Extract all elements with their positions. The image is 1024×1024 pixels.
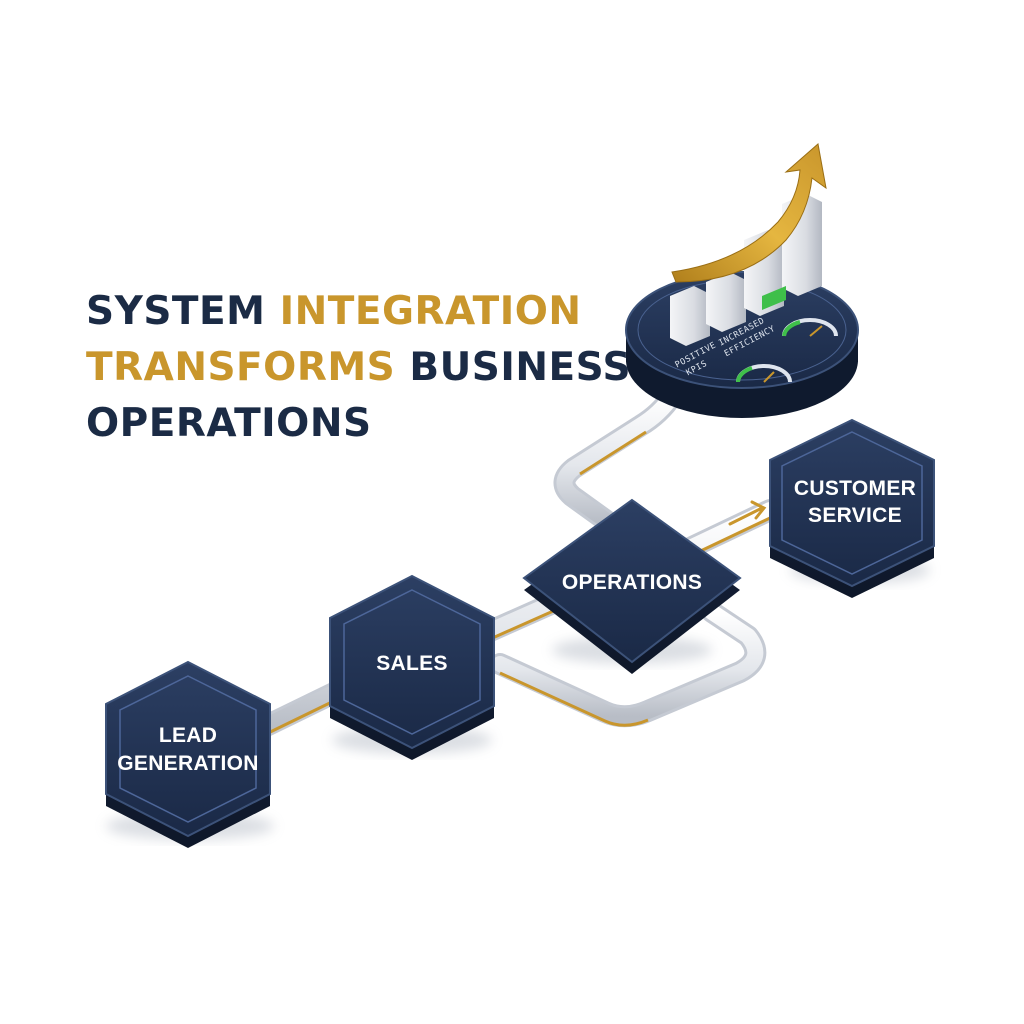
title-line-3: OPERATIONS bbox=[86, 401, 372, 446]
node-label-lead: LEAD bbox=[159, 724, 217, 747]
node-customer-service: CUSTOMER SERVICE bbox=[769, 418, 935, 598]
gauge-icon bbox=[782, 318, 838, 337]
node-label-operations: OPERATIONS bbox=[562, 571, 702, 594]
node-label-customer: CUSTOMER bbox=[794, 477, 916, 500]
node-operations: OPERATIONS bbox=[522, 498, 742, 674]
gauge-icon bbox=[736, 364, 792, 383]
connector-pipes bbox=[251, 385, 781, 739]
node-label-service: SERVICE bbox=[808, 504, 902, 527]
node-label-generation: GENERATION bbox=[117, 752, 258, 775]
growth-arrow-icon bbox=[671, 143, 827, 283]
title-line-1: SYSTEM INTEGRATION bbox=[86, 289, 582, 334]
node-sales: SALES bbox=[329, 574, 495, 760]
node-lead-generation: LEAD GENERATION bbox=[105, 660, 274, 848]
dashboard-platform: POSITIVE KPIS INCREASED EFFICIENCY bbox=[625, 143, 859, 418]
flow-arrow-icon bbox=[728, 500, 767, 526]
page-title: SYSTEM INTEGRATION TRANSFORMS BUSINESS O… bbox=[86, 284, 632, 452]
title-line-2: TRANSFORMS BUSINESS bbox=[86, 345, 632, 390]
node-label-sales: SALES bbox=[376, 652, 448, 675]
